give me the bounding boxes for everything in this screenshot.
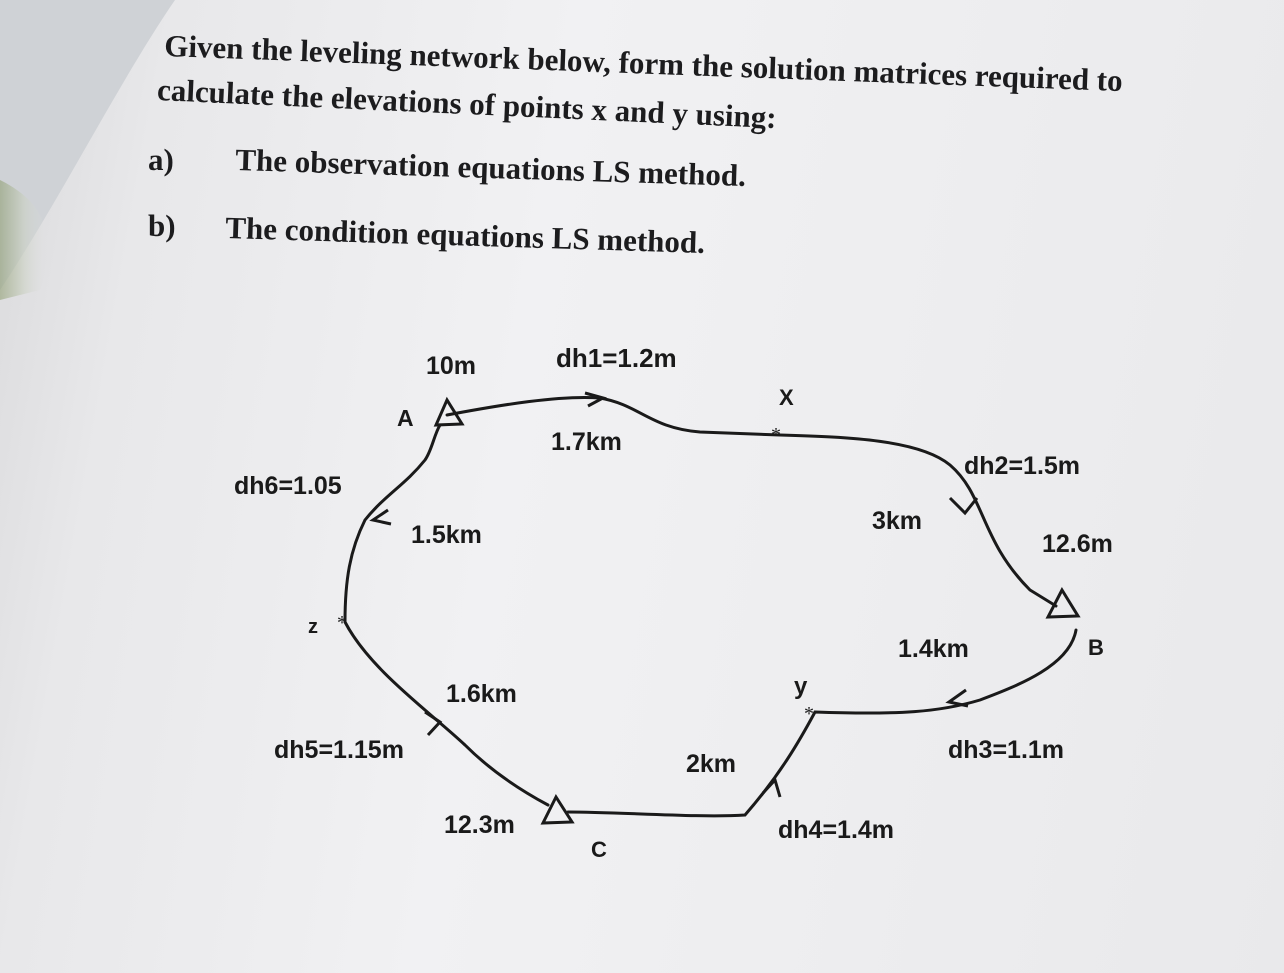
point-z-marker: * <box>337 612 347 634</box>
point-y-marker: * <box>804 703 814 725</box>
line-1-dh: dh1=1.2m <box>556 343 677 373</box>
point-y-label: y <box>794 673 808 700</box>
benchmark-c-elevation: 12.3m <box>444 811 515 839</box>
line-4-dh: dh4=1.4m <box>778 816 894 844</box>
item-a-label: a) <box>148 142 174 177</box>
arrow-dh6 <box>369 508 392 526</box>
benchmark-c-name: C <box>591 837 607 862</box>
benchmark-a-name: A <box>397 405 414 431</box>
line-2-distance: 3km <box>872 507 922 535</box>
benchmark-b-triangle-icon <box>1045 586 1081 619</box>
benchmark-b-name: B <box>1088 635 1104 660</box>
benchmark-b-elevation: 12.6m <box>1042 530 1113 558</box>
line-6-dh: dh6=1.05 <box>234 472 342 500</box>
line-3-distance: 1.4km <box>898 635 969 663</box>
line-2-dh: dh2=1.5m <box>964 452 1080 480</box>
benchmark-c-triangle-icon <box>540 793 575 825</box>
line-4-distance: 2km <box>686 750 736 778</box>
point-x-marker: * <box>771 424 781 446</box>
benchmark-a-triangle-icon <box>433 396 465 427</box>
line-1-distance: 1.7km <box>551 428 622 456</box>
point-x-label: X <box>779 385 794 410</box>
arrow-dh2 <box>948 496 979 516</box>
benchmark-a-elevation: 10m <box>426 352 476 380</box>
line-3-dh: dh3=1.1m <box>948 736 1064 764</box>
arrow-dh1 <box>584 391 608 408</box>
line-5-dh: dh5=1.15m <box>274 736 404 764</box>
line-5-distance: 1.6km <box>446 680 517 708</box>
item-b-label: b) <box>148 208 176 243</box>
network-loop-path <box>343 395 1078 818</box>
arrow-dh5 <box>424 710 443 737</box>
arrow-dh4 <box>761 777 782 798</box>
arrow-dh3 <box>945 688 969 708</box>
line-6-distance: 1.5km <box>411 521 482 549</box>
point-z-label: z <box>308 616 318 638</box>
